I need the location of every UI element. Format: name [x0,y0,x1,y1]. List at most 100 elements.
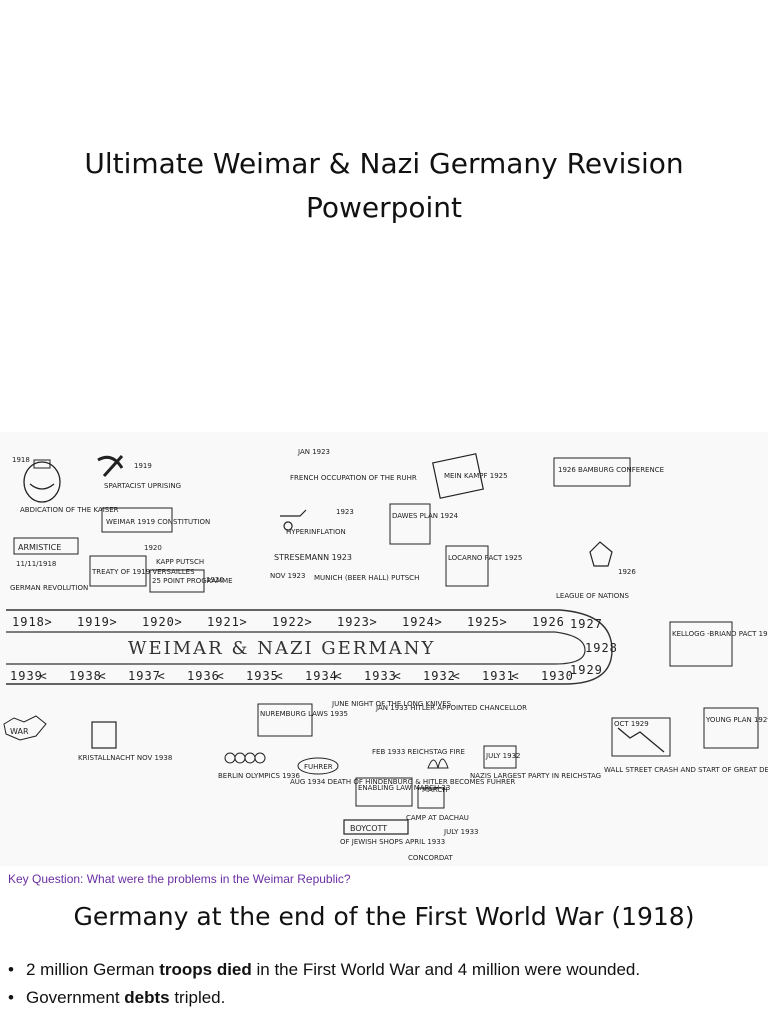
nuremberg-document [257,703,313,737]
year-1929: 1929 [570,663,603,677]
spartacist-drawing: 1919 SPARTACIST UPRISING [97,454,181,490]
bullet-item: Government debts tripled. [8,984,760,1012]
dawes-document [389,503,431,545]
year-separator: < [217,669,225,683]
bullet-2-post: tripled. [169,988,226,1007]
largest-party-document [483,745,517,769]
title-line-2: Powerpoint [305,191,463,224]
title-line-1: Ultimate Weimar & Nazi Germany Revision [84,147,684,180]
point-programme-year: 1920 [206,576,224,584]
fuhrer-badge [297,757,339,775]
year-separator: < [453,669,461,683]
year-separator: < [335,669,343,683]
ruhr-date: JAN 1923 [297,448,330,456]
kapp-label: KAPP PUTSCH [156,558,204,566]
year-separator: > [110,615,118,629]
ruhr-label: FRENCH OCCUPATION OF THE RUHR [290,474,417,482]
year-label: 1932 [423,669,456,683]
synagogue-fire-icon [91,721,117,749]
german-revolution-label: GERMAN REVOLUTION [10,584,88,592]
year-1928: 1928 [585,641,618,655]
dachau-label: CAMP AT DACHAU [406,814,469,822]
weimar-constitution-box [101,507,173,533]
kaiser-face-icon [23,461,61,503]
point-programme-label: 25 POINT PROGRAMME [152,577,233,585]
boycott-sign [343,819,409,835]
bullet-list: 2 million German troops died in the Firs… [8,956,760,1012]
mein-kampf-label: MEIN KAMPF 1925 [444,472,508,480]
league-label: LEAGUE OF NATIONS [556,592,630,600]
boycott-label: BOYCOTT [350,824,387,833]
year-label: 1922 [272,615,305,629]
year-separator: > [435,615,443,629]
kaiser-drawing: 1918 ABDICATION OF THE KAISER [12,456,119,514]
year-label: 1930 [541,669,574,683]
year-label: 1925 [467,615,500,629]
largest-party-date: JULY 1932 [485,752,520,760]
slide-title: Ultimate Weimar & Nazi Germany Revision … [40,142,728,230]
munich-date: NOV 1923 [270,572,305,580]
spartacist-year: 1919 [134,462,152,470]
year-label: 1933 [364,669,397,683]
kaiser-year: 1918 [12,456,30,464]
dachau-month: MARCH [422,786,448,794]
olympics-label: BERLIN OLYMPICS 1936 [218,772,301,780]
hammer-sickle-icon [97,454,124,478]
year-label: 1938 [69,669,102,683]
bullet-item: 2 million German troops died in the Firs… [8,956,760,984]
armistice-date: 11/11/1918 [16,560,56,568]
bullet-1-pre: 2 million German [26,960,160,979]
year-label: 1936 [187,669,220,683]
war-label: WAR [10,727,29,736]
enabling-law-label: ENABLING LAW MARCH 33 [358,784,450,792]
young-plan-document [703,707,759,749]
year-separator: < [512,669,520,683]
kellogg-document [669,621,733,667]
point-programme-box [149,569,205,593]
year-separator: > [370,615,378,629]
year-separator: > [240,615,248,629]
timeline-track-outer [6,609,613,685]
crash-graph-icon [617,727,665,753]
key-question: Key Question: What were the problems in … [8,872,351,886]
weimar-constitution-label: WEIMAR 1919 CONSTITUTION [106,518,210,526]
year-separator: < [99,669,107,683]
nuremberg-label: NUREMBURG LAWS 1935 [260,710,348,718]
timeline-track-inner [6,631,586,665]
locarno-document [445,545,489,587]
versailles-box [89,555,147,587]
largest-party-label: NAZIS LARGEST PARTY IN REICHSTAG [470,772,601,780]
timeline-illustration: WEIMAR & NAZI GERMANY 1918>1919>1920>192… [0,432,768,866]
year-separator: > [500,615,508,629]
hyperinflation-year: 1923 [336,508,354,516]
year-separator: > [305,615,313,629]
year-separator: < [276,669,284,683]
timeline-drawing: WEIMAR & NAZI GERMANY 1918>1919>1920>192… [3,448,768,862]
bullet-2-pre: Government [26,988,125,1007]
young-plan-label: YOUNG PLAN 1929 [705,716,768,724]
kellogg-label: KELLOGG -BRIAND PACT 1928 [672,630,768,638]
right-year-column: 1927 1928 1929 [570,617,618,677]
olympic-rings-icon [224,752,266,764]
year-label: 1923 [337,615,370,629]
munich-label: MUNICH (BEER HALL) PUTSCH [314,574,419,582]
locarno-label: LOCARNO PACT 1925 [448,554,522,562]
year-label: 1935 [246,669,279,683]
year-label: 1926 [532,615,565,629]
year-label: 1920 [142,615,175,629]
spartacist-label: SPARTACIST UPRISING [104,482,181,490]
timeline-banner: WEIMAR & NAZI GERMANY [128,638,435,659]
concordat-date: JULY 1933 [443,828,478,836]
bamburg-label: 1926 BAMBURG CONFERENCE [558,466,664,474]
wall-street-date: OCT 1929 [614,720,649,728]
boycott-detail: OF JEWISH SHOPS APRIL 1933 [340,838,445,846]
kaiser-label: ABDICATION OF THE KAISER [20,506,119,514]
year-separator: > [45,615,53,629]
year-label: 1921 [207,615,240,629]
bullet-1-post: in the First World War and 4 million wer… [251,960,641,979]
wheelbarrow-icon [280,509,307,531]
year-separator: > [175,615,183,629]
year-label: 1934 [305,669,338,683]
league-year: 1926 [618,568,636,576]
year-separator: < [394,669,402,683]
